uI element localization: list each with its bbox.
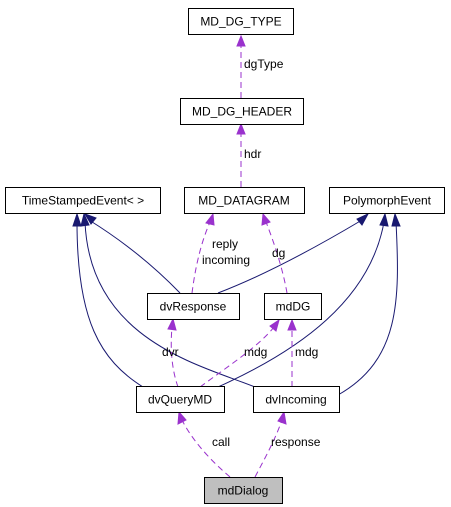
inheritance-edges <box>72 212 401 396</box>
node-dvincoming[interactable]: dvIncoming <box>253 386 340 413</box>
node-label: mdDG <box>276 300 311 314</box>
edge-dvquerymd-polymorphevent <box>217 221 385 388</box>
node-label: dvQueryMD <box>148 393 212 407</box>
edge-label-call: call <box>212 435 230 449</box>
arrow-dvquerymd-polymorphevent <box>379 212 389 227</box>
arrow-datagram-header <box>236 122 246 135</box>
arrow-dvincoming-mddg <box>287 318 297 331</box>
edge-dvresponse-timestampedevent <box>88 219 181 294</box>
edge-label-dg: dg <box>272 246 285 260</box>
edge-dvincoming-polymorphevent <box>337 221 398 396</box>
edge-dvresponse-polymorphevent <box>217 219 363 294</box>
edge-label-incoming: incoming <box>202 253 250 267</box>
node-label: dvResponse <box>160 300 227 314</box>
node-label: dvIncoming <box>265 393 326 407</box>
edge-label-response: response <box>271 435 321 449</box>
node-dvquerymd[interactable]: dvQueryMD <box>136 386 225 413</box>
arrow-mddialog-dvincoming <box>277 410 287 425</box>
arrow-dvresponse-datagram <box>205 212 215 226</box>
node-label: TimeStampedEvent< > <box>22 194 144 208</box>
arrow-dvresponse-timestampedevent <box>83 213 97 225</box>
node-label: MD_DG_TYPE <box>200 15 281 29</box>
node-dvresponse[interactable]: dvResponse <box>147 293 240 320</box>
edge-label-mdg-right: mdg <box>295 345 318 359</box>
node-label: mdDialog <box>218 484 269 498</box>
edge-dvincoming-timestampedevent <box>84 221 256 388</box>
node-polymorphevent[interactable]: PolymorphEvent <box>329 187 445 214</box>
arrow-header-type <box>236 34 246 47</box>
arrow-dvquerymd-mddg <box>269 318 280 332</box>
usage-edges <box>167 34 297 478</box>
edge-dvquerymd-mddg <box>199 326 275 388</box>
edge-label-reply: reply <box>212 237 238 251</box>
node-md-dg-header[interactable]: MD_DG_HEADER <box>180 98 304 125</box>
node-timestampedevent[interactable]: TimeStampedEvent< > <box>5 187 161 214</box>
edge-mddialog-dvincoming <box>254 419 283 478</box>
node-md-dg-type[interactable]: MD_DG_TYPE <box>188 8 294 35</box>
edge-label-dvr: dvr <box>162 345 179 359</box>
arrow-dvresponse-polymorphevent <box>356 212 370 226</box>
edge-dvquerymd-dvresponse <box>170 326 179 388</box>
arrow-dvquerymd-dvresponse <box>167 317 177 331</box>
arrow-dvincoming-timestampedevent <box>80 212 90 227</box>
node-md-datagram[interactable]: MD_DATAGRAM <box>184 187 305 214</box>
edge-label-dgtype: dgType <box>244 57 284 71</box>
arrow-mddg-datagram <box>261 212 271 226</box>
edge-labels: dgType hdr reply incoming dg dvr mdg mdg… <box>162 57 321 449</box>
edge-label-mdg-left: mdg <box>244 345 267 359</box>
edge-dvquerymd-timestampedevent <box>76 221 144 388</box>
arrow-mddialog-dvquerymd <box>177 410 187 425</box>
arrow-dvquerymd-timestampedevent <box>72 212 82 227</box>
node-label: MD_DATAGRAM <box>198 194 290 208</box>
node-mddg[interactable]: mdDG <box>264 293 322 320</box>
edge-label-hdr: hdr <box>244 147 261 161</box>
node-mddialog[interactable]: mdDialog <box>204 477 283 504</box>
node-label: MD_DG_HEADER <box>192 105 292 119</box>
node-label: PolymorphEvent <box>343 194 432 208</box>
arrow-dvincoming-polymorphevent <box>391 212 401 227</box>
